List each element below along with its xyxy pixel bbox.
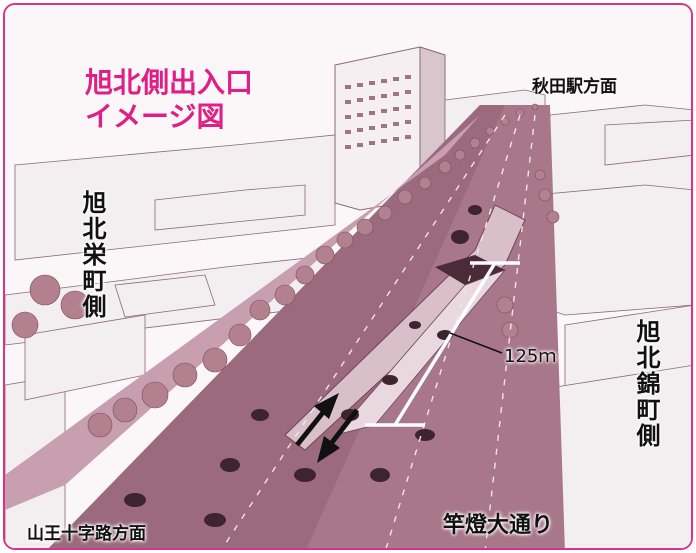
distance-label: 125ｍ bbox=[504, 346, 557, 367]
asahikita-nishikicho-side-label: 旭北錦町側 bbox=[632, 319, 660, 449]
street-illustration bbox=[5, 5, 691, 548]
title-line-2: イメージ図 bbox=[85, 100, 225, 133]
sanno-junction-direction-label: 山王十字路方面 bbox=[27, 524, 146, 544]
right-trees bbox=[496, 169, 560, 339]
traffic-arrows bbox=[295, 393, 359, 463]
title-line-1: 旭北側出入口 bbox=[85, 66, 254, 99]
distance-leader-line bbox=[449, 332, 503, 354]
diagram-frame: 旭北側出入口 イメージ図 秋田駅方面 山王十字路方面 竿燈大通り 125ｍ 旭北… bbox=[3, 3, 693, 550]
kanto-street-label: 竿燈大通り bbox=[443, 513, 554, 538]
distance-marker bbox=[365, 261, 520, 427]
left-trees bbox=[11, 103, 539, 438]
cars bbox=[124, 205, 482, 527]
asahikita-sakaecho-side-label: 旭北栄町側 bbox=[78, 190, 106, 320]
akita-station-direction-label: 秋田駅方面 bbox=[532, 77, 617, 97]
